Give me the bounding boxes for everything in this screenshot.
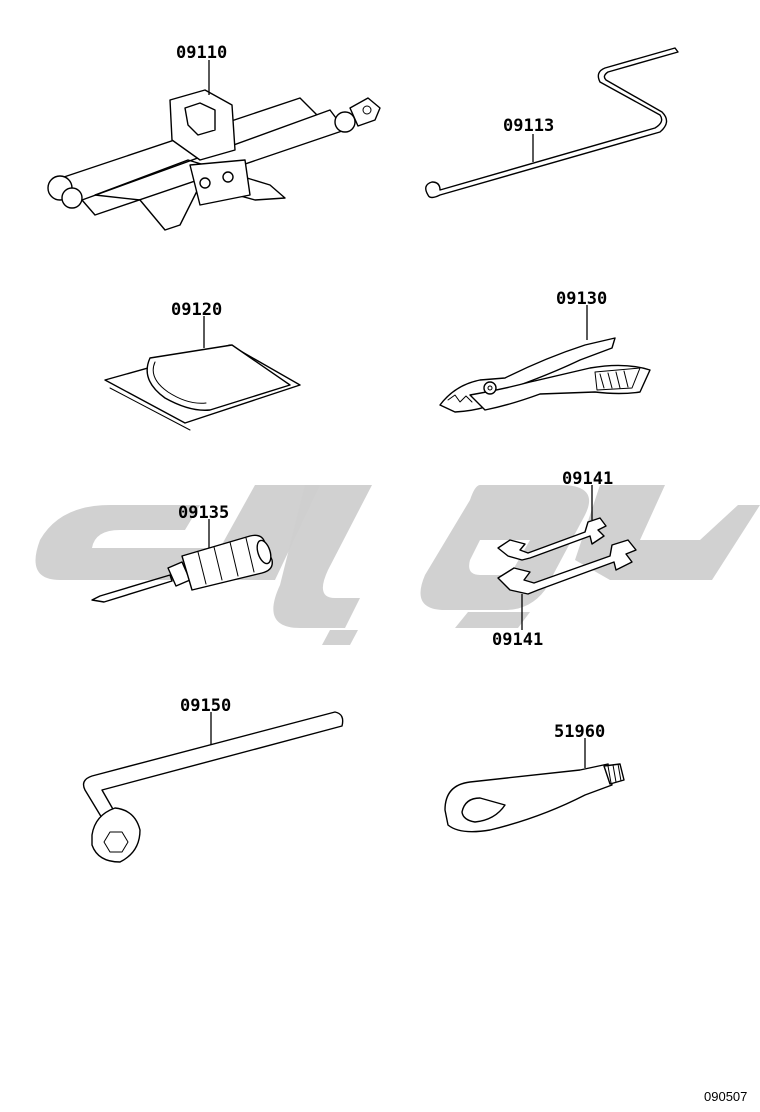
part-number-09141-upper: 09141	[562, 469, 613, 489]
diagram-code: 090507	[704, 1089, 747, 1104]
pliers-drawing	[439, 305, 651, 413]
screwdriver-drawing	[91, 519, 273, 603]
part-number-09150: 09150	[180, 696, 231, 716]
part-number-51960: 51960	[554, 722, 605, 742]
jack-handle-drawing	[425, 47, 679, 199]
part-number-09141-lower: 09141	[492, 630, 543, 650]
watermark-logo	[35, 485, 760, 645]
part-number-09113: 09113	[503, 116, 554, 136]
towing-eye-drawing	[444, 738, 625, 833]
lug-wrench-drawing	[82, 711, 344, 863]
part-number-09135: 09135	[178, 503, 229, 523]
wrenches-drawing	[497, 485, 637, 630]
part-number-09120: 09120	[171, 300, 222, 320]
part-number-09110: 09110	[176, 43, 227, 63]
tool-bag-drawing	[104, 316, 301, 431]
part-number-09130: 09130	[556, 289, 607, 309]
jack-drawing	[47, 60, 381, 231]
